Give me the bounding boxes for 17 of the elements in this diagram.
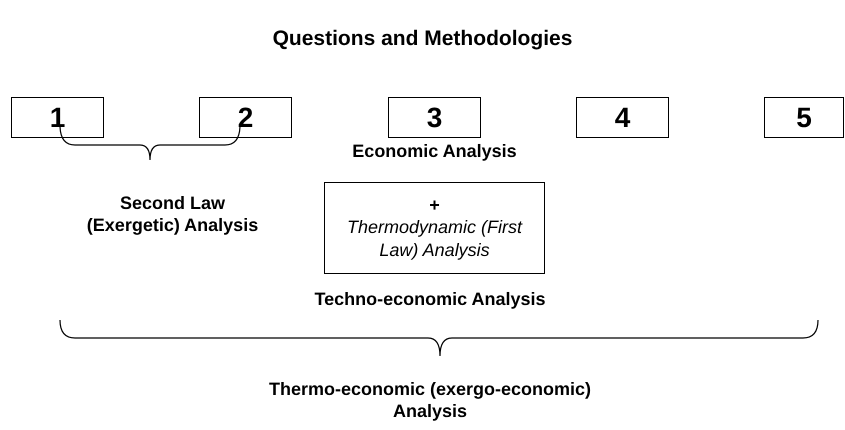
number-box bbox=[388, 97, 481, 138]
title: Questions and Methodologies bbox=[272, 28, 574, 50]
number-box bbox=[11, 97, 104, 138]
box-text: Thermodynamic (First Law) Analysis bbox=[346, 216, 524, 262]
number-box bbox=[764, 97, 844, 138]
box-number: 2 bbox=[238, 102, 254, 134]
number-box bbox=[576, 97, 669, 138]
heading: Economic Analysis bbox=[351, 140, 518, 162]
bracket-label: Thermo-economic (exergo-economic) Analysis bbox=[268, 378, 592, 422]
box-number: 4 bbox=[614, 102, 630, 134]
bracket-label: Techno-economic Analysis bbox=[313, 288, 547, 310]
box-number: 5 bbox=[796, 102, 812, 134]
box-number: 1 bbox=[50, 102, 66, 134]
box-number: 3 bbox=[426, 102, 442, 134]
plus-sign: + bbox=[429, 194, 440, 216]
number-box bbox=[199, 97, 292, 138]
bracket-label: Second Law (Exergetic) Analysis bbox=[86, 192, 260, 236]
